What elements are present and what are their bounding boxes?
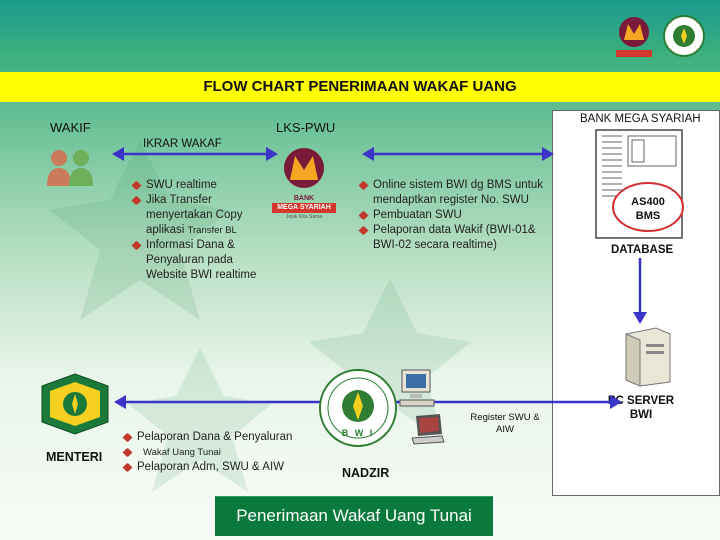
arrow-lks-bank-mega <box>362 147 554 161</box>
list-item: Online sistem BWI dg BMS untuk mendaptka… <box>360 178 556 208</box>
bank-logo-tagline: Jejak Kita Sama <box>285 214 323 220</box>
bank-mega-syariah-logo: BANK MEGA SYARIAH Jejak Kita Sama <box>272 146 336 230</box>
bwi-seal-text: B W I <box>341 428 375 438</box>
menteri-label: MENTERI <box>46 450 103 464</box>
page-title: FLOW CHART PENERIMAAN WAKAF UANG <box>0 72 720 102</box>
footer-caption: Penerimaan Wakaf Uang Tunai <box>215 496 493 536</box>
list-item: Pembuatan SWU <box>360 208 556 223</box>
bank-logo-top: BANK <box>293 195 315 202</box>
arrow-wakif-bank <box>112 147 278 161</box>
list-item: Pelaporan Dana & Penyaluran <box>124 430 324 445</box>
bank-mega-syariah-logo-small <box>610 14 658 60</box>
bwi-seal-small <box>662 14 706 58</box>
list-item: Informasi Dana & Penyaluran pada Website… <box>133 238 263 283</box>
pc-server-icon <box>618 326 674 388</box>
desktop-computer-icon <box>398 368 438 408</box>
leaf-decoration <box>128 348 272 492</box>
register-label: Register SWU & AIW <box>470 412 540 435</box>
bwi-seal: B W I <box>318 368 398 448</box>
wakif-label: WAKIF <box>50 120 91 135</box>
bank-logo-name: MEGA SYARIAH <box>272 203 336 213</box>
laptop-icon <box>410 412 446 448</box>
pc-server-label: PC SERVER BWI <box>607 395 675 421</box>
wakif-list: SWU realtime Jika Transfer menyertakan C… <box>133 178 263 283</box>
list-item: Jika Transfer menyertakan Copy aplikasi … <box>133 193 263 238</box>
online-list: Online sistem BWI dg BMS untuk mendaptka… <box>360 178 556 253</box>
nadzir-label: NADZIR <box>342 466 390 480</box>
kementerian-agama-logo <box>40 372 110 436</box>
list-item: Pelaporan data Wakif (BWI-01& BWI-02 sec… <box>360 223 556 253</box>
as400-label: AS400 BMS <box>631 196 665 222</box>
list-item: Pelaporan Adm, SWU & AIW <box>124 460 324 475</box>
list-item: SWU realtime <box>133 178 263 193</box>
arrow-down <box>633 258 647 324</box>
people-icon <box>45 148 97 188</box>
menteri-list: Pelaporan Dana & Penyaluran Wakaf Uang T… <box>124 430 324 475</box>
list-item: Wakaf Uang Tunai <box>124 445 324 460</box>
as400-badge: AS400 BMS <box>612 182 684 232</box>
ikrar-wakaf-label: IKRAR WAKAF <box>143 138 222 150</box>
database-label: DATABASE <box>611 244 674 256</box>
lks-pwu-label: LKS-PWU <box>276 120 336 135</box>
bank-mega-syariah-label: BANK MEGA SYARIAH <box>580 113 701 125</box>
